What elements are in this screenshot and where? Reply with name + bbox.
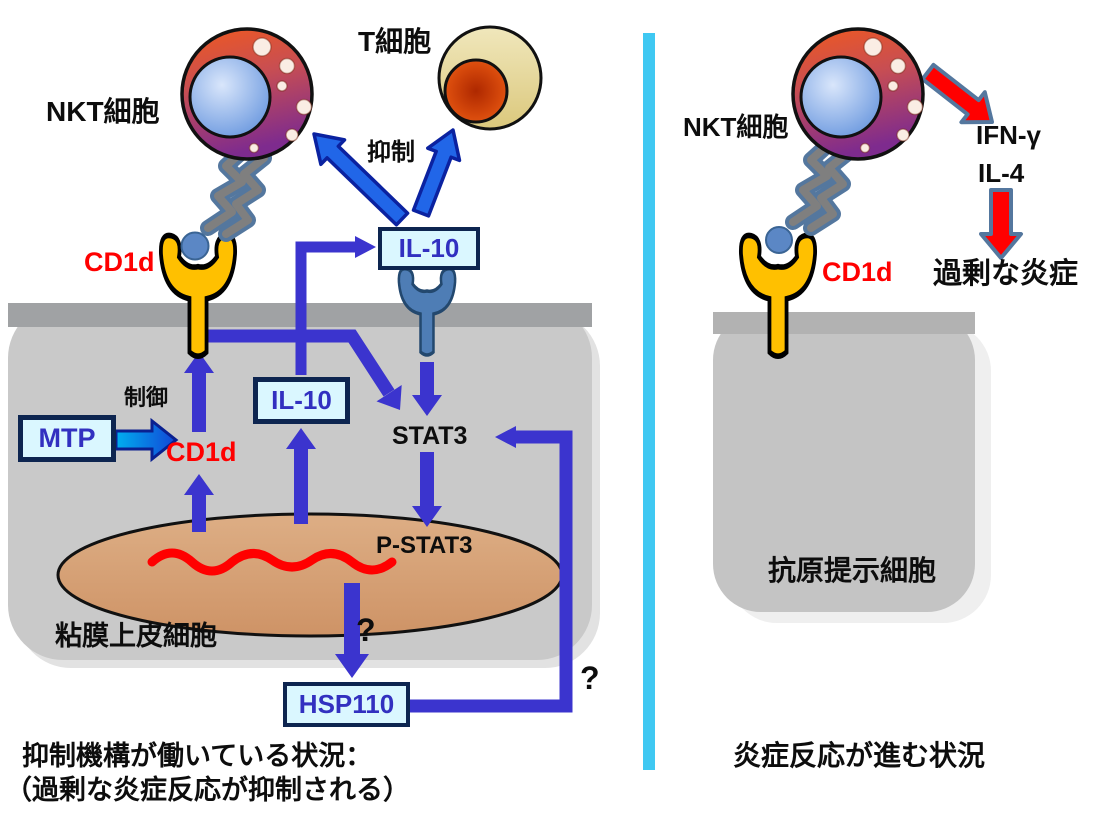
epithelium-label: 粘膜上皮細胞 [55, 621, 217, 651]
mtp-control-arrow [114, 417, 179, 463]
t-cell-label: T細胞 [358, 26, 432, 57]
line-il10-secretion [295, 241, 358, 375]
il10-inner-label: IL-10 [271, 385, 332, 415]
arrow-nucleus-to-il10 [286, 428, 316, 524]
suppression-label: 抑制 [367, 139, 415, 166]
pathway-arrows [184, 236, 573, 713]
dna-squiggle [147, 548, 397, 576]
t-cell-shape [437, 25, 543, 131]
stat3-label: STAT3 [392, 422, 468, 450]
il10-top-box: IL-10 [378, 227, 480, 270]
hsp110-box: HSP110 [283, 682, 410, 727]
nkt-cell-shape [180, 27, 314, 161]
il10-top-label: IL-10 [398, 233, 460, 263]
control-label: 制御 [124, 385, 169, 410]
right-caption: 炎症反応が進む状況 [733, 740, 986, 771]
arrow-stat3-to-pstat3 [412, 452, 442, 527]
nkt-cell-right-shape [791, 27, 925, 161]
arrow-il10-to-nkt [312, 132, 410, 227]
arrow-il10-to-tcell [411, 128, 462, 218]
cd1d-right-label: CD1d [822, 257, 893, 287]
arrow-nucleus-to-cd1d [184, 474, 214, 532]
head-cd1d-to-stat3 [376, 385, 402, 410]
left-caption-line2: （過剰な炎症反応が抑制される） [5, 775, 410, 805]
il10-inner-box: IL-10 [253, 377, 350, 424]
apc-label: 抗原提示細胞 [768, 555, 937, 586]
question-mark-2: ? [580, 660, 600, 696]
hsp110-label: HSP110 [298, 689, 395, 719]
ifn-gamma-label: IFN-γ [976, 120, 1041, 150]
head-hsp110-feedback [495, 426, 516, 448]
arrow-nucleus-to-hsp110 [335, 583, 369, 678]
suppression-arrows [312, 128, 462, 227]
tcr-icon [208, 148, 264, 234]
arrow-nkt-to-cytokines [920, 62, 994, 125]
left-caption-line1: 抑制機構が働いている状況： [22, 741, 373, 771]
cd1d-membrane-label: CD1d [84, 247, 155, 277]
arrow-receptor-to-stat3 [412, 362, 442, 416]
antigen-ball [180, 231, 210, 261]
arrow-cytokines-to-inflammation [979, 188, 1023, 260]
p-stat3-label: P-STAT3 [376, 532, 473, 559]
nkt-cell-right-label: NKT細胞 [683, 112, 789, 142]
nucleus-shape [56, 512, 564, 638]
mtp-label: MTP [38, 423, 96, 453]
question-mark-1: ? [356, 612, 376, 648]
arrow-cd1d-to-receptor [184, 352, 214, 432]
cytokine-arrows [920, 62, 1023, 260]
nkt-cell-label: NKT細胞 [46, 96, 160, 127]
line-hsp110-feedback [410, 430, 573, 713]
apc-cell-shape [713, 312, 991, 623]
panel-divider [643, 33, 655, 770]
head-il10-secretion [355, 236, 376, 258]
line-cd1d-to-stat3 [205, 329, 395, 397]
mtp-box: MTP [18, 415, 116, 462]
il4-label: IL-4 [978, 158, 1025, 188]
antigen-ball-right [765, 226, 793, 254]
inflammation-label: 過剰な炎症 [933, 258, 1079, 290]
cd1d-inner-label: CD1d [166, 437, 237, 467]
